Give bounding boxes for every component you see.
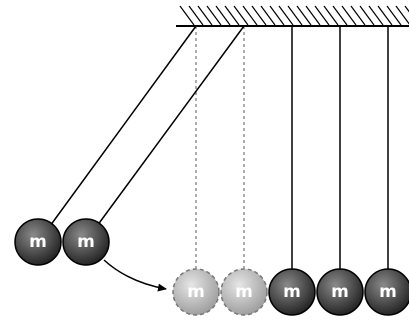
ball-4: m: [316, 268, 364, 316]
hatch-mark: [305, 5, 321, 26]
swing-ball-1-label: m: [29, 232, 47, 252]
hatch-mark: [332, 5, 348, 26]
swing-ball-1: m: [14, 218, 62, 266]
ceiling-support: [176, 5, 409, 27]
ball-3-label: m: [283, 282, 301, 302]
hatch-mark: [251, 5, 267, 26]
hatch-mark: [215, 5, 231, 26]
hatch-mark: [350, 5, 366, 26]
swing-ball-2-label: m: [77, 232, 95, 252]
hatch-mark: [242, 5, 258, 26]
ghost-ball-2: m: [220, 268, 268, 316]
hatch-mark: [386, 5, 402, 26]
hatch-mark: [278, 5, 294, 26]
hatch-mark: [296, 5, 312, 26]
hatch-mark: [269, 5, 285, 26]
hatch-mark: [224, 5, 240, 26]
hatch-mark: [188, 5, 204, 26]
hatch-mark: [314, 5, 330, 26]
ball-5: m: [364, 268, 409, 316]
hatch-mark: [287, 5, 303, 26]
hatch-mark: [395, 5, 409, 25]
hatch-mark: [368, 5, 384, 26]
hatch-mark: [197, 5, 213, 26]
hatch-mark: [206, 5, 222, 26]
hatch-mark: [179, 5, 195, 26]
ceiling-hatching: [179, 5, 409, 26]
ghost-ball-2-label: m: [235, 282, 253, 302]
ball-5-label: m: [379, 282, 397, 302]
hatch-mark: [260, 5, 276, 26]
hatch-mark: [377, 5, 393, 26]
ball-3: m: [268, 268, 316, 316]
motion-arrow: [103, 259, 167, 292]
hatch-mark: [233, 5, 249, 26]
ghost-ball-1: m: [172, 268, 220, 316]
hatch-mark: [341, 5, 357, 26]
ghost-ball-1-label: m: [187, 282, 205, 302]
swing-string-1: [49, 25, 197, 227]
hatch-mark: [404, 5, 409, 13]
hatch-mark: [323, 5, 339, 26]
swing-ball-2: m: [62, 218, 110, 266]
swing-string-2: [96, 25, 245, 227]
ball-4-label: m: [331, 282, 349, 302]
hatch-mark: [359, 5, 375, 26]
